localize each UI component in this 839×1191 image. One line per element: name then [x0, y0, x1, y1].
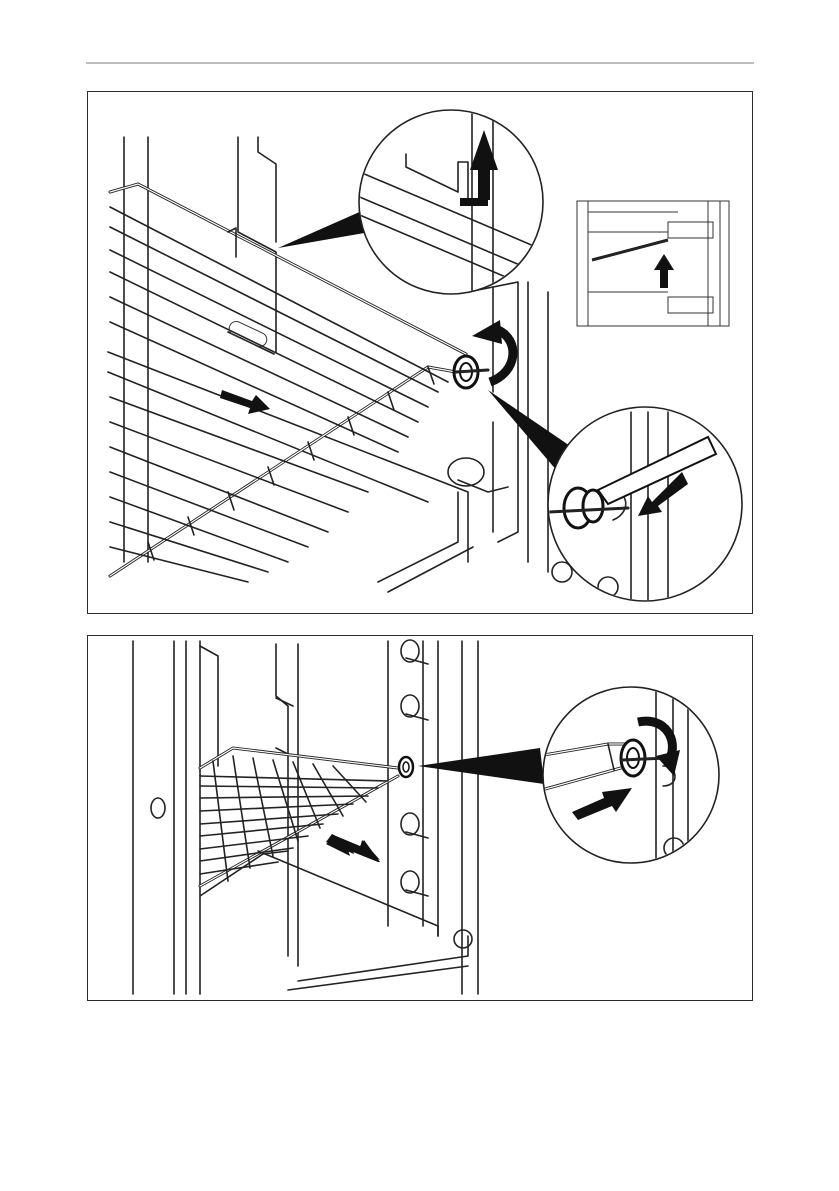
detail-callout-lift [348, 110, 548, 302]
detail-callout-insert [538, 676, 719, 876]
insert-shelf-illustration [88, 636, 752, 1000]
pull-out-arrow-icon [220, 390, 270, 414]
figure-insert-shelf [87, 635, 753, 1001]
shelf-retaining-nut [454, 356, 488, 388]
wire-shelf [200, 748, 398, 886]
callout-pointer [278, 210, 370, 248]
push-in-arrow-icon [326, 834, 380, 862]
remove-shelf-illustration [88, 92, 752, 613]
shelf-retaining-nut [399, 757, 413, 777]
header-rule [86, 62, 754, 64]
figure-remove-shelf [87, 91, 753, 614]
callout-pointer [418, 748, 544, 784]
detail-callout-screwdriver [548, 407, 742, 602]
inset-overview [577, 201, 729, 326]
